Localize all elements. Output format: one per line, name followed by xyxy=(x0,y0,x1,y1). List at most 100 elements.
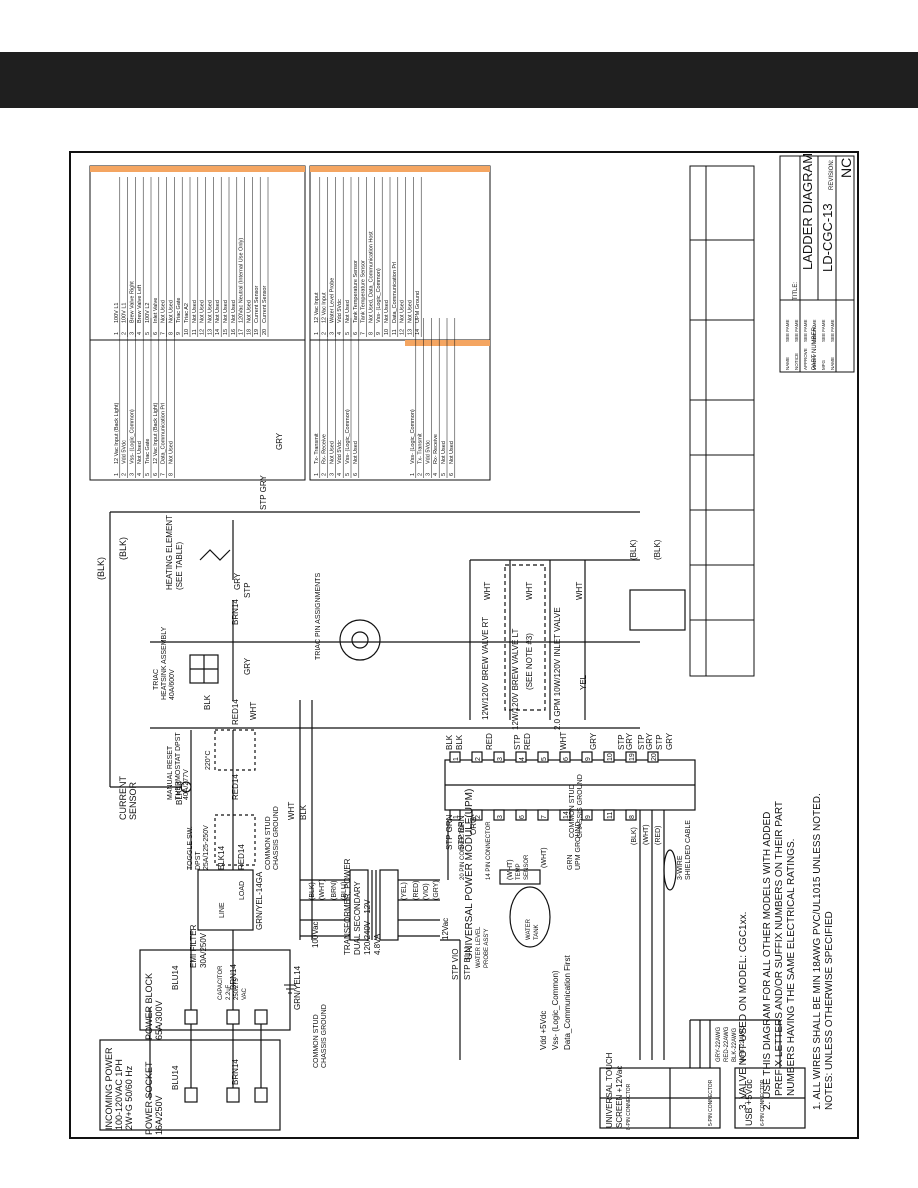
pin-label: Data_Communication Prl xyxy=(392,262,398,323)
sign-role: MFG xyxy=(821,360,826,370)
schematic-label: HEATING ELEMENT xyxy=(165,515,174,590)
pin-label: Inlet Valve xyxy=(153,298,159,323)
schematic-label: TRIAC PIN ASSIGNMENTS xyxy=(315,573,322,660)
pin-label: Not Used xyxy=(207,300,213,323)
schematic-label: 8-PIN CONNECTOR xyxy=(626,1083,632,1130)
upm-pin-14: 1 xyxy=(453,815,460,819)
schematic-label: WHT xyxy=(525,582,534,600)
schematic-label: 100-120VAC 1PH xyxy=(114,1059,124,1130)
pin-label: Vss- (Logic_Common) xyxy=(345,409,351,464)
pin-label: Not Used xyxy=(231,300,237,323)
schematic-label: 4.8VA xyxy=(373,933,382,955)
pin-label: Data_Communication Prl xyxy=(161,403,167,464)
table-20pin-header xyxy=(90,166,305,172)
schematic-label: RED-22AWG xyxy=(724,1026,730,1062)
schematic-label: UNIVERSAL POWER MODULE(UPM) xyxy=(464,789,475,960)
pin-label: Vdd 5Vdc xyxy=(122,440,128,464)
pin-label: Vss- (Logic_Common) xyxy=(129,409,135,464)
schematic-label: WHT xyxy=(249,702,258,720)
upm-pin-20: 20 xyxy=(651,753,658,761)
schematic-label: GRY xyxy=(243,657,252,675)
pin-number: 1 xyxy=(114,473,120,476)
schematic-label: GRY xyxy=(233,572,242,590)
schematic-label: TOGGLE SW. xyxy=(187,826,194,870)
schematic-label: LOAD xyxy=(239,881,246,900)
pin-number: 13 xyxy=(207,329,213,335)
pin-number: 4 xyxy=(337,332,343,335)
pin-number: 2 xyxy=(322,473,328,476)
schematic-label: 5-PIN CONNECTOR xyxy=(708,1079,714,1126)
pin-number: 15 xyxy=(223,329,229,335)
schematic-label: (BLK) xyxy=(653,539,662,560)
pin-label: Not Used xyxy=(137,441,143,464)
pin-label: Not Used xyxy=(345,300,351,323)
schematic-label: (BLK) xyxy=(631,827,638,845)
schematic-label: MANUAL RESET xyxy=(167,745,174,800)
schematic-label: BLK14 xyxy=(175,780,184,805)
pin-label: Not Used xyxy=(200,300,206,323)
pin-label: Not Used xyxy=(449,441,455,464)
header-bar xyxy=(0,52,918,108)
pin-label: Brew Valve Right xyxy=(129,281,135,323)
schematic-label: THERMOSTAT DPST xyxy=(175,732,182,800)
pin-label: Current Sensor xyxy=(262,286,268,323)
pin-number: 2 xyxy=(418,473,424,476)
upm-pin-20: 5 xyxy=(541,757,548,761)
schematic-label: SCREEN +12Vac xyxy=(615,1066,624,1128)
pin-number: 5 xyxy=(145,473,151,476)
schematic-label: 25A/125-250V xyxy=(203,825,210,870)
schematic-label: GRY xyxy=(645,732,654,750)
note-3: 3. VALVE NOT USED ON MODEL: CGC1xx. xyxy=(738,912,749,1110)
revision-label: REVISION: xyxy=(829,159,835,190)
schematic-label: STP GRY xyxy=(259,475,268,510)
schematic-label: PROBE ASS'Y xyxy=(484,929,490,969)
schematic-label: RED xyxy=(523,733,532,750)
schematic-label: USB +5Vdc xyxy=(744,1079,754,1126)
pin-number: 14 xyxy=(415,329,421,335)
note-1: 1. ALL WIRES SHALL BE MIN 18AWG PVC/UL10… xyxy=(812,793,823,1110)
upm-pin-14: 8 xyxy=(629,815,636,819)
sign-value: SEE FAME xyxy=(785,319,790,342)
schematic-label: Vdd +5Vdc xyxy=(539,1011,548,1050)
upm-pin-20: 4 xyxy=(519,757,526,761)
schematic-label: 12Vac xyxy=(441,918,450,940)
pin-label: Not Used xyxy=(353,441,359,464)
schematic-label: 20 PIN CONNECTOR xyxy=(460,821,466,880)
upm-pin-20: 3 xyxy=(497,757,504,761)
schematic-label: DUAL SECONDARY xyxy=(353,881,362,955)
schematic-label: WHT-22AWG xyxy=(740,1026,746,1062)
pin-label: Tank Temperature Sensor xyxy=(353,260,359,323)
schematic-label: BLK xyxy=(203,694,212,710)
sign-value: SEE FAME xyxy=(803,319,808,342)
upm-pin-14: 11 xyxy=(607,812,614,819)
ground-symbols xyxy=(284,970,641,1050)
schematic-label: TANK xyxy=(534,924,540,940)
schematic-label: GRY xyxy=(665,732,674,750)
pin-number: 4 xyxy=(137,332,143,335)
pin-label: Not Used xyxy=(400,300,406,323)
pin-label: Not Used, Data_Communication Host xyxy=(368,231,374,323)
schematic-label: STP xyxy=(617,734,626,750)
pin-label: Not Used xyxy=(161,300,167,323)
drawing-title: LADDER DIAGRAM xyxy=(800,153,815,270)
pin-number: 1 xyxy=(410,473,416,476)
pin-label: Vdd 5Vdc xyxy=(337,299,343,323)
pin-number: 20 xyxy=(262,329,268,335)
table-6pin-b-header xyxy=(405,340,490,346)
schematic-label: 100Vac xyxy=(311,921,320,948)
schematic-label: COMMON STUD xyxy=(265,816,272,870)
pin-label: Rx- Receive xyxy=(433,434,439,464)
sign-value: SEE FAME xyxy=(830,319,835,342)
schematic-label: 2.0 GPM 10W/120V INLET VALVE xyxy=(553,607,562,730)
pin-label: 100V L1 xyxy=(114,303,120,324)
pin-number: 19 xyxy=(254,329,260,335)
schematic-label: UNIVERSAL TOUCH xyxy=(605,1052,614,1128)
schematic-label: (WHT) xyxy=(541,847,548,868)
pin-number: 12 xyxy=(200,329,206,335)
schematic-label: BLU14 xyxy=(171,965,180,990)
